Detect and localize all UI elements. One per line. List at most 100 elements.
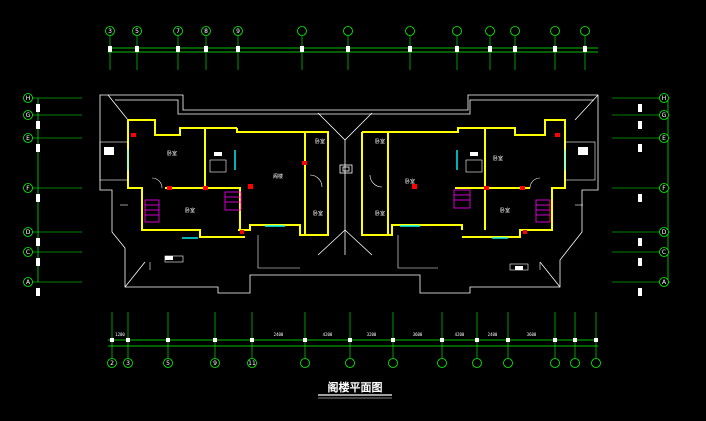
dimension-label: 3600 bbox=[527, 332, 537, 337]
dimension-tick bbox=[553, 338, 557, 342]
axis-bubble-label: 2 bbox=[110, 360, 114, 367]
axis-bubble bbox=[591, 358, 601, 368]
dimension-tick bbox=[638, 288, 642, 296]
axis-bubble-label: H bbox=[26, 95, 31, 102]
dimension-tick bbox=[250, 338, 254, 342]
dimension-label: 1200 bbox=[115, 332, 125, 337]
dimension-tick bbox=[36, 144, 40, 152]
axis-bubble-label: 5 bbox=[135, 28, 139, 35]
axis-bubble-label: 7 bbox=[176, 28, 180, 35]
axis-bubble: 5 bbox=[163, 358, 173, 368]
walls bbox=[127, 119, 566, 238]
axis-bubble-label: 3 bbox=[126, 360, 130, 367]
drawing-title-block: 阁楼平面图 bbox=[318, 380, 392, 399]
room-label: 卧室 bbox=[493, 155, 503, 162]
axis-bubble-label: A bbox=[662, 279, 667, 286]
dimension-tick bbox=[455, 46, 459, 52]
dimension-tick bbox=[166, 338, 170, 342]
axis-bubble bbox=[300, 358, 310, 368]
axis-bubble bbox=[570, 358, 580, 368]
dimension-tick bbox=[573, 338, 577, 342]
axis-bubble: A bbox=[659, 277, 669, 287]
axis-bubble: H bbox=[23, 93, 33, 103]
dimension-tick bbox=[513, 46, 517, 52]
dimension-tick bbox=[391, 338, 395, 342]
axis-bubble: C bbox=[659, 247, 669, 257]
axis-bubble-label: G bbox=[26, 112, 31, 119]
axis-bubble: H bbox=[659, 93, 669, 103]
axis-bubble-label: 9 bbox=[236, 28, 240, 35]
dimension-tick bbox=[638, 238, 642, 246]
axis-bubble: 9 bbox=[233, 26, 243, 36]
axis-bubble: D bbox=[23, 227, 33, 237]
axis-bubble-label: E bbox=[26, 135, 30, 142]
dimension-tick bbox=[348, 338, 352, 342]
columns bbox=[131, 133, 560, 234]
axis-bubble: F bbox=[659, 183, 669, 193]
axis-bubble-label: E bbox=[662, 135, 666, 142]
dimension-tick bbox=[303, 338, 307, 342]
room-label: 卧室 bbox=[500, 207, 510, 214]
axis-bubble-label: H bbox=[662, 95, 667, 102]
axis-bubble bbox=[343, 26, 353, 36]
dimension-tick bbox=[488, 46, 492, 52]
axis-bubble: 5 bbox=[132, 26, 142, 36]
axis-bubble-label: 5 bbox=[166, 360, 170, 367]
room-label: 卧室 bbox=[185, 207, 195, 214]
axis-bubble-label: 3 bbox=[108, 28, 112, 35]
dimension-tick bbox=[638, 121, 642, 129]
dimension-tick bbox=[475, 338, 479, 342]
axis-bubble: 3 bbox=[123, 358, 133, 368]
axis-bubble: G bbox=[23, 110, 33, 120]
axis-bubble: A bbox=[23, 277, 33, 287]
dimension-label: 2400 bbox=[488, 332, 498, 337]
axis-bubble-label: C bbox=[26, 249, 30, 256]
dimension-tick bbox=[213, 338, 217, 342]
dimension-tick bbox=[36, 194, 40, 202]
axis-bubble bbox=[345, 358, 355, 368]
axis-bubble: 8 bbox=[201, 26, 211, 36]
axis-bubble bbox=[510, 26, 520, 36]
fixtures bbox=[99, 141, 596, 271]
axis-bubble-label: 11 bbox=[248, 360, 256, 367]
room-label: 卧室 bbox=[375, 138, 385, 145]
axis-bubble-label: D bbox=[26, 229, 31, 236]
axis-bubble-label: C bbox=[662, 249, 666, 256]
axis-bubble: F bbox=[23, 183, 33, 193]
axis-bubble bbox=[503, 358, 513, 368]
room-label: 卧室 bbox=[315, 138, 325, 145]
stairs bbox=[144, 189, 551, 223]
axis-bubble-label: D bbox=[662, 229, 667, 236]
axis-bubble bbox=[297, 26, 307, 36]
axis-bubble bbox=[550, 358, 560, 368]
dimension-tick bbox=[638, 104, 642, 112]
axis-bubble bbox=[550, 26, 560, 36]
axis-bubble bbox=[580, 26, 590, 36]
dimension-tick bbox=[110, 338, 114, 342]
dimension-tick bbox=[236, 46, 240, 52]
axis-bubble: C bbox=[23, 247, 33, 257]
dimension-tick bbox=[506, 338, 510, 342]
drawing-title: 阁楼平面图 bbox=[328, 380, 383, 394]
dimension-tick bbox=[638, 258, 642, 266]
axis-bubble bbox=[405, 26, 415, 36]
axis-bubble: D bbox=[659, 227, 669, 237]
axis-bubble: E bbox=[23, 133, 33, 143]
dimension-tick bbox=[36, 288, 40, 296]
axis-bubble bbox=[437, 358, 447, 368]
room-label: 卧室 bbox=[375, 210, 385, 217]
fixture-blocks bbox=[104, 147, 588, 270]
dimension-label: 4200 bbox=[455, 332, 465, 337]
axis-bubble: 3 bbox=[105, 26, 115, 36]
axis-bubble bbox=[452, 26, 462, 36]
dimension-label: 4200 bbox=[323, 332, 333, 337]
dimension-tick bbox=[408, 46, 412, 52]
axis-bubble: 7 bbox=[173, 26, 183, 36]
dimension-tick bbox=[204, 46, 208, 52]
room-label: 阁楼 bbox=[273, 173, 283, 180]
dimension-ticks bbox=[36, 46, 642, 342]
axis-bubble: 2 bbox=[107, 358, 117, 368]
room-label: 卧室 bbox=[313, 210, 323, 217]
